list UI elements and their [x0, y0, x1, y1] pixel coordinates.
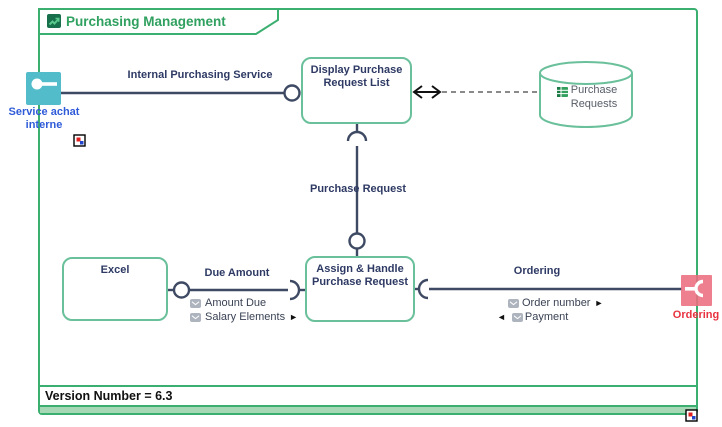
internal-service-connector[interactable]: [60, 84, 301, 102]
purchasing-management-boundary[interactable]: [38, 8, 698, 415]
purchase-request-connector[interactable]: [346, 124, 368, 256]
due-amount-label: Due Amount: [204, 267, 270, 279]
direction-left-icon: ◄: [497, 311, 506, 322]
component-display-purchase-request-list[interactable]: Display Purchase Request List: [301, 57, 412, 124]
table-icon: [557, 87, 568, 97]
service-port-label: Service achat interne: [8, 106, 80, 131]
annotation-marker-icon: [73, 134, 86, 147]
purchase-request-label: Purchase Request: [310, 183, 406, 195]
data-item-amount-due: Amount Due: [205, 297, 266, 309]
message-icon: [507, 298, 520, 309]
item-label: Payment: [524, 311, 569, 323]
message-icon: [189, 312, 202, 323]
access-double-arrow-icon: [412, 85, 442, 99]
data-item-order-number: Order number ►: [522, 297, 603, 309]
ordering-interface-icon[interactable]: [681, 275, 712, 306]
component-assign-handle-purchase-request[interactable]: Assign & Handle Purchase Request: [305, 256, 415, 322]
title-tab[interactable]: [38, 8, 279, 35]
purchase-requests-datastore[interactable]: [539, 61, 633, 128]
direction-right-icon: ►: [594, 297, 604, 308]
component-excel[interactable]: Excel: [62, 257, 168, 321]
due-amount-connector[interactable]: [168, 279, 305, 301]
item-label: Order number: [522, 297, 591, 309]
ordering-label: Ordering: [513, 265, 561, 277]
component-chart-icon: [47, 14, 61, 28]
component-label: Excel: [100, 264, 130, 276]
data-item-payment: ◄ Payment: [497, 311, 568, 323]
ordering-connector[interactable]: [415, 278, 682, 300]
item-label: Salary Elements: [205, 311, 286, 323]
data-item-salary-elements: Salary Elements ►: [205, 311, 298, 323]
component-label: Assign & Handle Purchase Request: [312, 263, 408, 289]
version-number-label: Version Number = 6.3: [45, 389, 173, 403]
item-label: Amount Due: [205, 297, 267, 309]
version-bar: [39, 385, 697, 413]
ordering-port-label: Ordering: [672, 309, 720, 321]
annotation-marker-icon: [685, 409, 698, 422]
diagram-title: Purchasing Management: [66, 14, 226, 29]
direction-right-icon: ►: [289, 311, 299, 322]
datastore-label: Purchase Requests: [570, 84, 618, 110]
component-label: Display Purchase Request List: [310, 64, 403, 90]
message-icon: [189, 298, 202, 309]
internal-service-label: Internal Purchasing Service: [127, 69, 273, 81]
service-interface-icon[interactable]: [26, 72, 61, 105]
